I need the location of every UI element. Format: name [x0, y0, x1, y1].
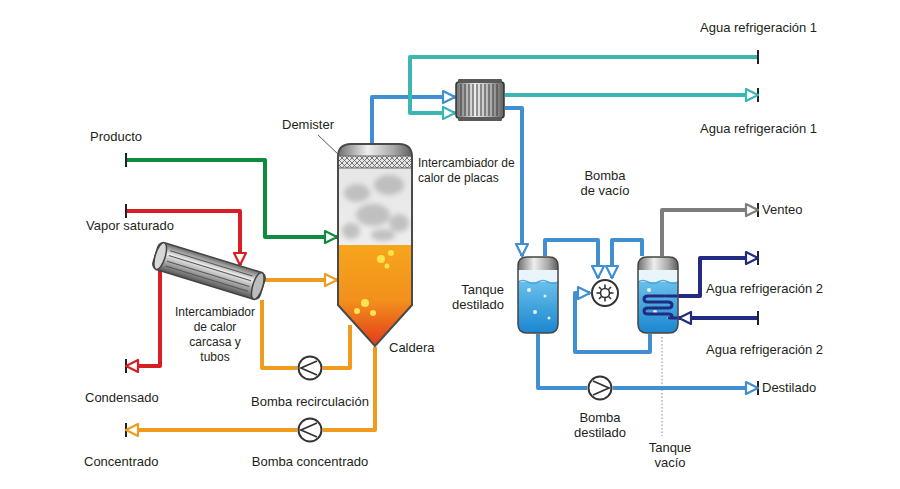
pipe-line — [505, 108, 522, 256]
plate-heat-exchanger: Intercambiador de calor de placas — [455, 78, 505, 122]
pipe — [323, 325, 350, 368]
terminal-label: Producto — [90, 129, 142, 144]
terminal-tick — [757, 50, 759, 64]
stream-label: Agua refrigeración 1 — [700, 20, 817, 35]
pipe-line — [126, 270, 160, 366]
pipe-line — [505, 93, 758, 97]
arrowhead — [443, 91, 455, 103]
terminal-tick — [125, 204, 127, 218]
terminal-label: Agua refrigeración 1 — [700, 20, 817, 35]
pipe-line — [323, 325, 350, 368]
leader-line — [318, 135, 340, 156]
arrowhead — [516, 244, 528, 256]
pipe-line — [262, 300, 297, 368]
pump-symbol — [587, 375, 613, 401]
boiler-vessel — [337, 143, 413, 347]
pipe — [126, 423, 297, 437]
arrowhead — [746, 204, 758, 216]
stream-label: Concentrado — [84, 454, 158, 469]
stream-label: Condensado — [85, 390, 159, 405]
terminal-label: Destilado — [762, 380, 816, 395]
pipe — [505, 108, 528, 256]
pipe — [126, 270, 160, 373]
stream-label: Destilado — [762, 380, 816, 395]
pipe — [323, 347, 375, 430]
terminal-tick — [125, 153, 127, 167]
arrowhead — [679, 312, 691, 324]
stream-label: Agua refrigeración 2 — [706, 281, 823, 296]
terminal-label: Concentrado — [84, 454, 158, 469]
part-label: Demister — [282, 117, 334, 132]
pipe — [606, 240, 642, 278]
pipe — [410, 50, 758, 119]
arrowhead — [746, 252, 758, 264]
arrowhead — [325, 274, 337, 286]
pipe — [372, 91, 455, 143]
vacuum-tank — [637, 256, 679, 334]
pipe-line — [613, 386, 758, 390]
equipment-label: Tanque vacío — [637, 440, 703, 470]
arrowhead — [234, 253, 246, 265]
terminal-label: Agua refrigeración 1 — [700, 121, 817, 136]
equipment-label: Intercambiador de calor carcasa y tubos — [174, 305, 256, 365]
pipe-line — [538, 334, 587, 388]
arrowhead — [578, 287, 590, 299]
shell-tube-exchanger — [150, 242, 268, 300]
vacuum-pump-symbol — [590, 278, 620, 308]
pipe-line — [662, 210, 758, 256]
equipment-label: Tanque destilado — [440, 282, 504, 312]
pipe — [662, 203, 758, 256]
pipe — [538, 334, 587, 388]
boiler: Caldera — [337, 143, 413, 347]
pipe — [262, 300, 297, 368]
stream-label: Agua refrigeración 1 — [700, 121, 817, 136]
pump: Bomba destilado — [587, 375, 613, 401]
tank: Tanque vacío — [637, 256, 679, 334]
pump: Bomba recirculación — [297, 355, 323, 381]
tank: Tanque destilado — [517, 256, 559, 334]
terminal-label: Venteo — [762, 202, 803, 217]
terminal-label: Condensado — [85, 390, 159, 405]
arrowhead — [746, 89, 758, 101]
equipment-label: Bomba recirculación — [251, 394, 369, 409]
terminal-label: Agua refrigeración 2 — [706, 342, 823, 357]
stream-label: Agua refrigeración 2 — [706, 342, 823, 357]
pipe-line — [323, 347, 375, 430]
equipment-label: Bomba destilado — [568, 410, 632, 440]
arrowhead — [443, 107, 455, 119]
pipe — [613, 381, 758, 395]
vacuum-pump: Bomba de vacío — [590, 278, 620, 308]
equipment-label: Intercambiador de calor de placas — [418, 156, 517, 186]
arrowhead — [126, 424, 138, 436]
heat-exchanger: Intercambiador de calor carcasa y tubos — [150, 242, 268, 300]
arrowhead — [592, 266, 604, 278]
arrowhead — [325, 231, 337, 243]
pipe — [505, 88, 758, 102]
stream-label: Vapor saturado — [86, 218, 174, 233]
pump-symbol — [297, 355, 323, 381]
pipe — [262, 274, 337, 286]
plate-exchanger — [455, 78, 505, 122]
stream-label: Venteo — [762, 202, 803, 217]
pump: Bomba concentrado — [297, 417, 323, 443]
pump-symbol — [297, 417, 323, 443]
terminal-label: Vapor saturado — [86, 218, 174, 233]
pipe — [679, 311, 758, 325]
equipment-label: Bomba concentrado — [252, 454, 368, 469]
equipment-label: Caldera — [389, 340, 435, 355]
distillate-tank — [517, 256, 559, 334]
pipe-line — [126, 428, 297, 432]
arrowhead — [606, 266, 618, 278]
equipment-label: Bomba de vacío — [577, 168, 633, 198]
stream-label: Producto — [90, 129, 142, 144]
arrowhead — [126, 360, 138, 372]
terminal-label: Agua refrigeración 2 — [706, 281, 823, 296]
arrowhead — [746, 382, 758, 394]
terminal-tick — [757, 311, 759, 325]
